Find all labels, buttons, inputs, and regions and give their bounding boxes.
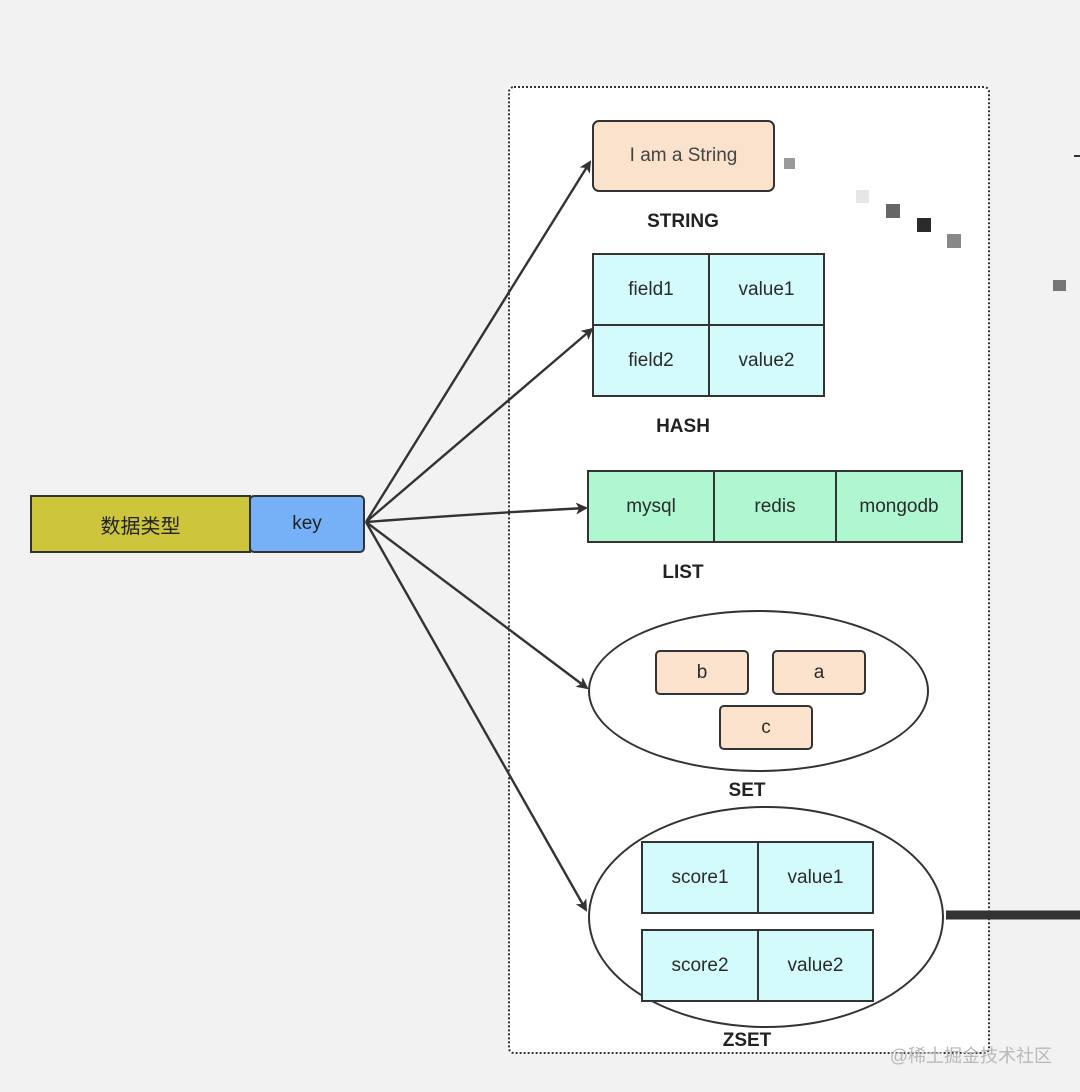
list-item: mongodb [835, 470, 963, 543]
list-row: mysql redis mongodb [587, 470, 963, 543]
zset-score-cell: score1 [641, 841, 759, 914]
hash-value-cell: value2 [708, 324, 825, 397]
hash-table: field1 value1 field2 value2 [592, 253, 825, 397]
key-box: key [249, 495, 365, 553]
string-value-box: I am a String [592, 120, 775, 192]
zset-score-cell: score2 [641, 929, 759, 1002]
zset-value-cell: value2 [757, 929, 874, 1002]
dashed-mark [784, 158, 795, 169]
zset-table: score1 value1 score2 value2 [641, 841, 874, 1002]
dashed-mark [1053, 280, 1066, 291]
set-item: a [772, 650, 866, 695]
hash-value-cell: value1 [708, 253, 825, 326]
zset-type-label: ZSET [722, 1030, 772, 1051]
set-type-label: SET [728, 780, 766, 801]
dashed-mark [917, 218, 931, 232]
zset-value-cell: value1 [757, 841, 874, 914]
dashed-mark [947, 234, 961, 248]
string-type-label: STRING [647, 211, 719, 232]
set-item: b [655, 650, 749, 695]
hash-field-cell: field2 [592, 324, 710, 397]
hash-type-label: HASH [656, 416, 710, 437]
data-type-box: 数据类型 [30, 495, 251, 553]
watermark: @稀土掘金技术社区 [889, 1046, 1052, 1066]
list-item: mysql [587, 470, 715, 543]
dashed-mark [856, 190, 869, 203]
hash-field-cell: field1 [592, 253, 710, 326]
set-item: c [719, 705, 813, 750]
list-type-label: LIST [662, 562, 704, 583]
dashed-mark [886, 204, 900, 218]
list-item: redis [713, 470, 837, 543]
